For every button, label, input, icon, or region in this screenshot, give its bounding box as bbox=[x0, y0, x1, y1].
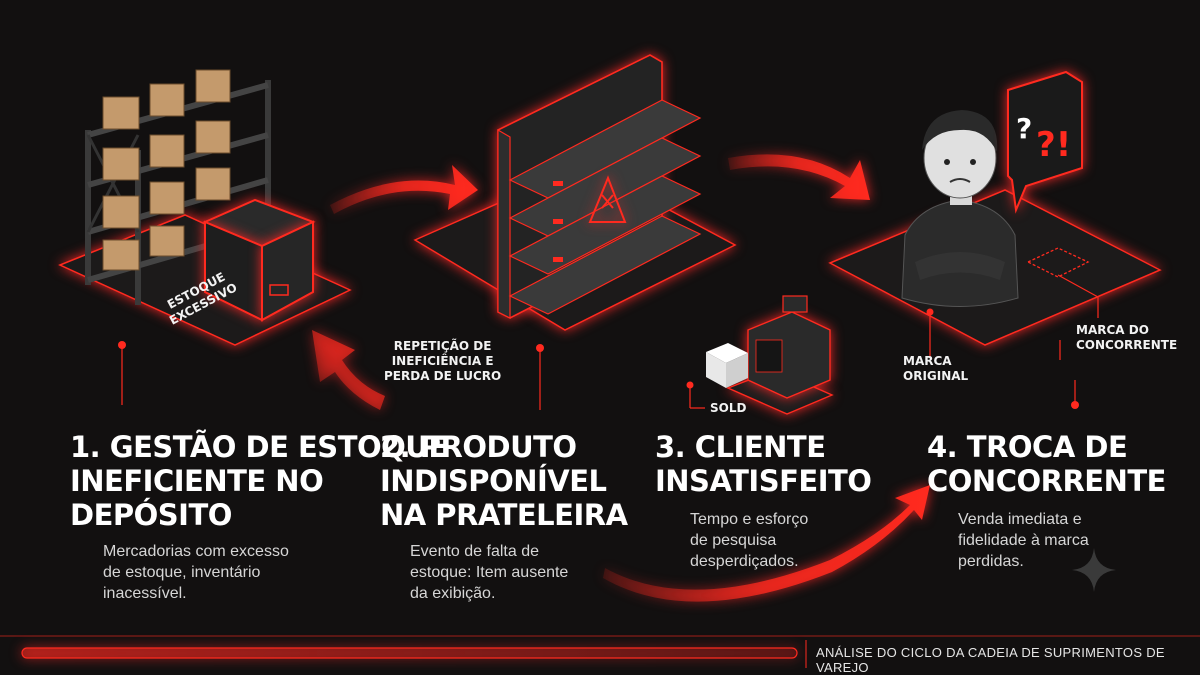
highlighted-box-icon bbox=[202, 198, 316, 322]
sold-connector bbox=[686, 381, 705, 409]
sparkle-icon bbox=[1072, 548, 1116, 592]
sold-box-icon bbox=[706, 343, 748, 388]
step-3-title: 3. CLIENTE INSATISFEITO bbox=[655, 430, 872, 498]
speech-bubble-marks: ?! bbox=[1036, 125, 1071, 165]
cash-register-icon bbox=[726, 295, 834, 415]
step-3-description: Tempo e esforço de pesquisa desperdiçado… bbox=[690, 511, 809, 570]
step-1-description: Mercadorias com excesso de estoque, inve… bbox=[103, 543, 289, 602]
footer-caption: ANÁLISE DO CICLO DA CADEIA DE SUPRIMENTO… bbox=[816, 645, 1165, 675]
stock-boxes bbox=[102, 69, 231, 271]
step-2-description: Evento de falta de estoque: Item ausente… bbox=[410, 543, 569, 602]
step-4-description: Venda imediata e fidelidade à marca perd… bbox=[958, 511, 1089, 570]
customer-connectors bbox=[926, 274, 1099, 409]
arrow-3-to-4 bbox=[603, 485, 930, 602]
warehouse-connector bbox=[118, 341, 126, 405]
empty-shelf bbox=[497, 54, 702, 319]
sold-label: SOLD bbox=[710, 401, 747, 415]
speech-bubble-icon bbox=[1007, 70, 1083, 214]
competitor-brand-label: MARCA DO CONCORRENTE bbox=[1076, 323, 1178, 352]
arrow-loop-back bbox=[312, 330, 385, 410]
customer-figure bbox=[901, 110, 1019, 307]
competitor-product-icon bbox=[1026, 247, 1090, 278]
speech-bubble-question: ? bbox=[1016, 112, 1032, 145]
out-of-stock-sign-icon bbox=[588, 175, 627, 223]
original-brand-label: MARCA ORIGINAL bbox=[903, 354, 969, 383]
shelf-connector bbox=[536, 344, 544, 410]
step-2-title: 2. PRODUTO INDISPONÍVEL NA PRATELEIRA bbox=[380, 430, 628, 532]
loop-label: REPETIÇÃO DE INEFICIÊNCIA E PERDA DE LUC… bbox=[384, 339, 502, 383]
arrow-1-to-2 bbox=[330, 165, 478, 214]
arrow-2-to-3 bbox=[728, 154, 870, 200]
step-4-title: 4. TROCA DE CONCORRENTE bbox=[927, 430, 1166, 498]
step-1-title: 1. GESTÃO DE ESTOQUE INEFICIENTE NO DEPÓ… bbox=[70, 430, 448, 532]
footer-progress-bar bbox=[0, 635, 1200, 668]
